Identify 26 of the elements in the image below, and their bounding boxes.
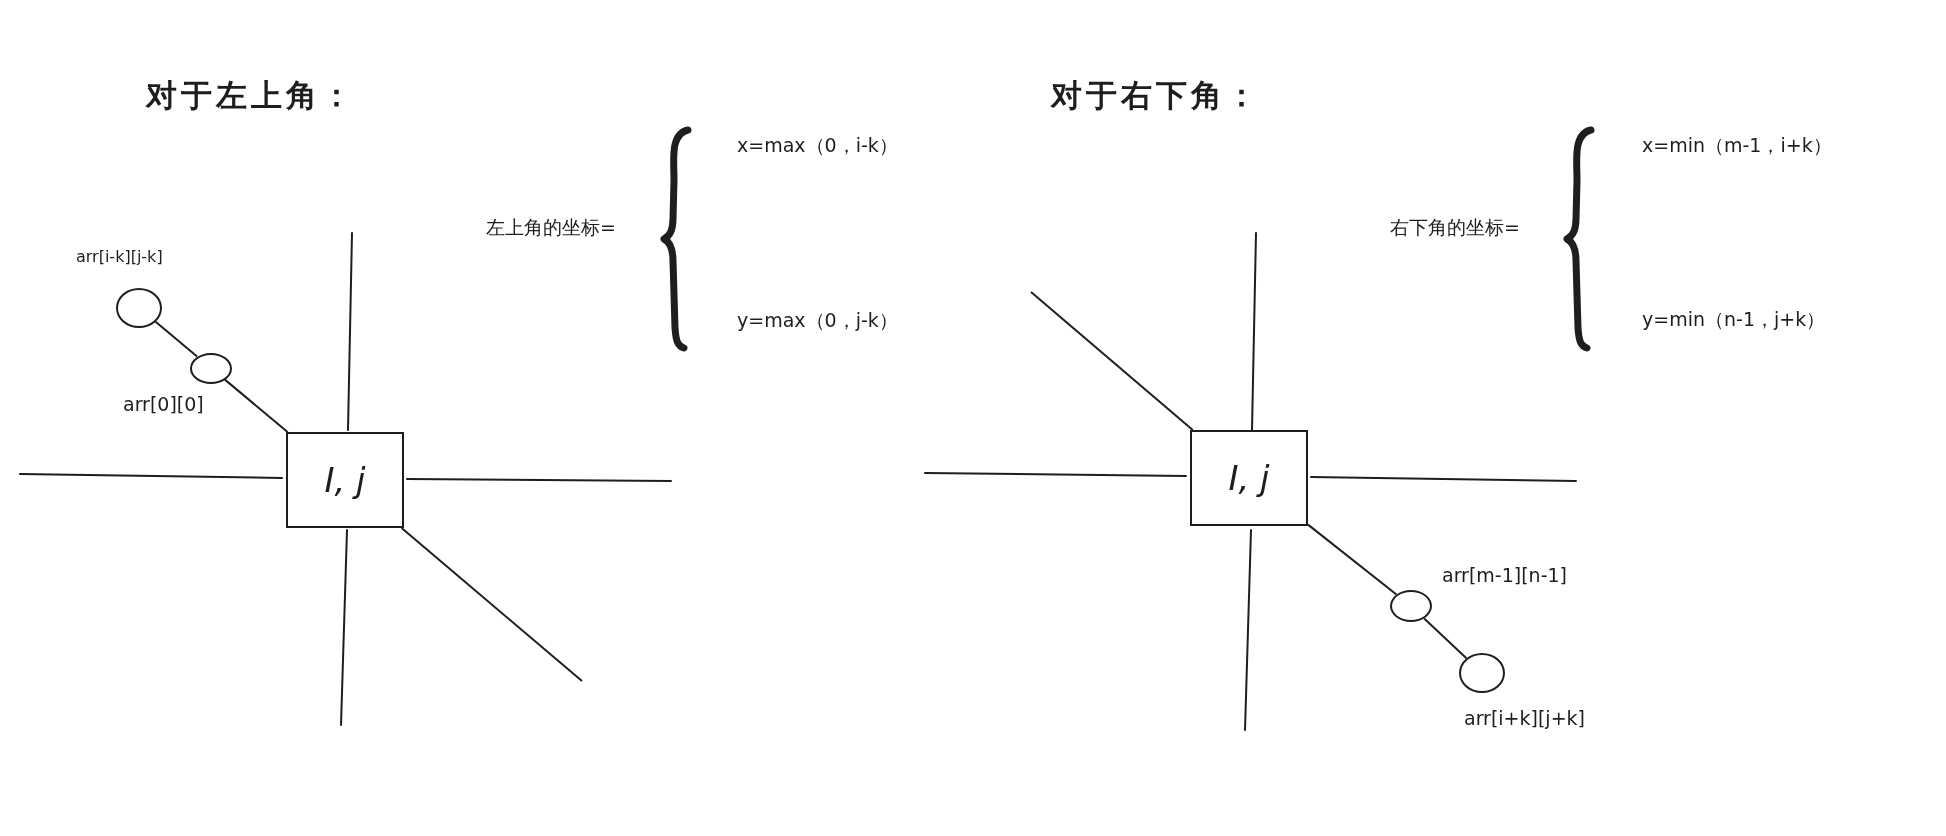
connector-line xyxy=(1307,523,1398,596)
formula-text: 左上角的坐标= xyxy=(486,215,616,240)
heading: 对于左上角： xyxy=(146,76,356,115)
connector-line xyxy=(1030,291,1194,431)
heading: 对于右下角： xyxy=(1051,76,1261,115)
formula-text: y=max（0，j-k） xyxy=(737,308,898,333)
connector-line xyxy=(400,527,583,682)
formula-text: y=min（n-1，j+k） xyxy=(1642,307,1826,332)
cell-label: I, j xyxy=(1228,458,1270,498)
circle xyxy=(190,352,232,384)
element-label: arr[i+k][j+k] xyxy=(1464,707,1585,729)
circle xyxy=(116,288,162,328)
formula-text: 右下角的坐标= xyxy=(1390,215,1520,240)
formula-text: x=min（m-1，i+k） xyxy=(1642,133,1832,158)
element-label: arr[0][0] xyxy=(123,393,204,415)
cell-label: I, j xyxy=(324,460,366,500)
circle xyxy=(1390,590,1432,622)
element-label: arr[m-1][n-1] xyxy=(1442,564,1568,586)
cell-box xyxy=(1190,430,1308,526)
connector-line xyxy=(1423,617,1468,660)
element-label: arr[i-k][j-k] xyxy=(76,246,163,266)
connector-line xyxy=(223,378,289,433)
circle xyxy=(1459,653,1505,693)
cell-box xyxy=(286,432,404,528)
connector-line xyxy=(154,320,199,358)
formula-text: x=max（0，i-k） xyxy=(737,133,898,158)
